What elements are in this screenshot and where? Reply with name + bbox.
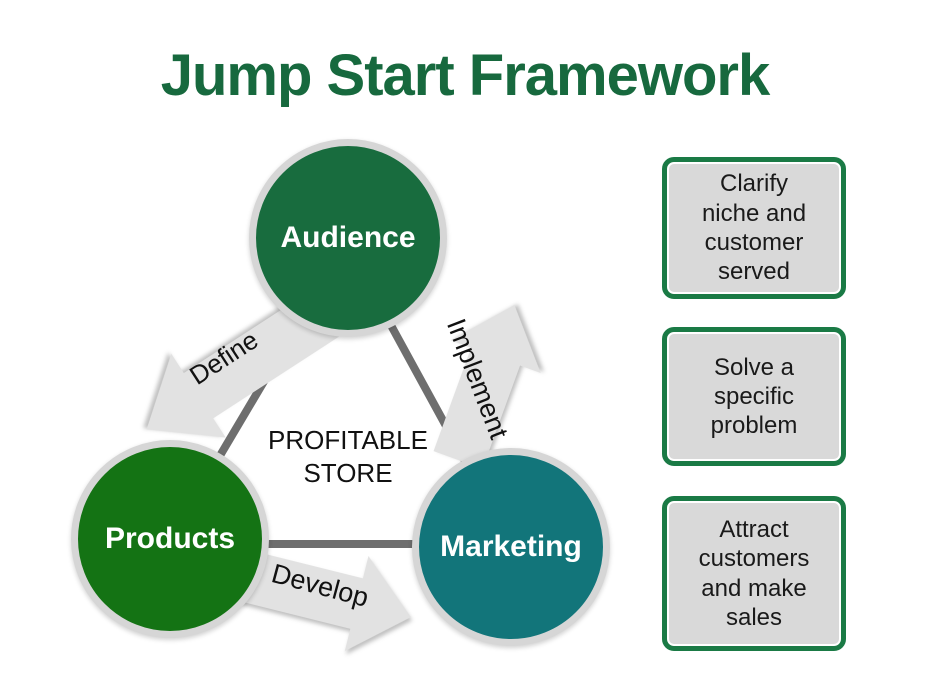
audience-node: Audience (249, 139, 447, 337)
products-node: Products (71, 440, 269, 638)
card-solve-problem-text: Solve a specific problem (710, 353, 798, 440)
develop-arrow-icon (239, 550, 411, 652)
marketing-node-label: Marketing (440, 530, 582, 563)
marketing-node: Marketing (412, 448, 610, 646)
products-node-label: Products (104, 522, 236, 555)
card-attract-customers: Attract customers and make sales (662, 496, 846, 651)
profitable-store-label: PROFITABLE STORE (268, 425, 428, 488)
card-clarify-niche-text: Clarify niche and customer served (701, 170, 807, 286)
card-clarify-niche: Clarify niche and customer served (662, 157, 846, 299)
page-title: Jump Start Framework (160, 43, 771, 108)
card-attract-customers-text: Attract customers and make sales (698, 515, 810, 631)
audience-node-label: Audience (280, 221, 416, 254)
card-solve-problem: Solve a specific problem (662, 327, 846, 466)
implement-arrow-icon (433, 304, 541, 469)
